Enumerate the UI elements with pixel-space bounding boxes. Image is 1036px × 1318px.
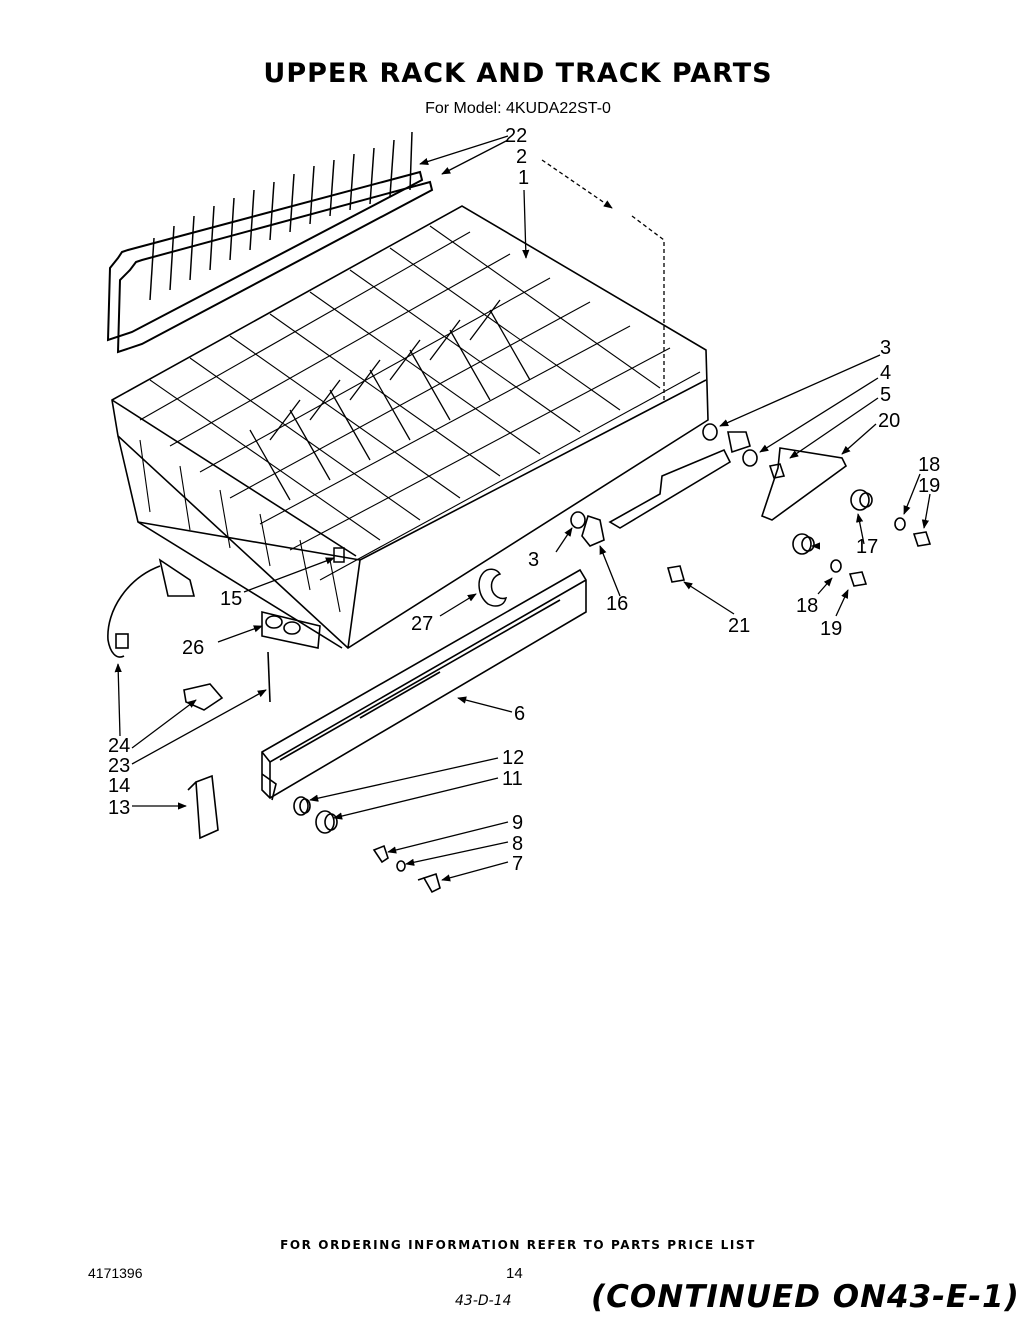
callout-18-upper: 18 xyxy=(918,454,940,476)
callout-19-lower: 19 xyxy=(820,618,842,640)
callout-9: 9 xyxy=(512,812,523,834)
callout-12: 12 xyxy=(502,747,524,769)
continued-note: (CONTINUED ON43-E-1) xyxy=(591,1279,1020,1315)
callout-26: 26 xyxy=(182,637,204,659)
callout-19-upper: 19 xyxy=(918,475,940,497)
side-bracket-parts xyxy=(107,558,321,840)
callout-18-lower: 18 xyxy=(796,595,818,617)
bumper-part xyxy=(478,568,508,607)
callout-1: 1 xyxy=(518,167,529,189)
callout-23: 23 xyxy=(108,755,130,777)
callout-17: 17 xyxy=(856,536,878,558)
callout-7: 7 xyxy=(512,853,523,875)
callout-4: 4 xyxy=(880,362,891,384)
callout-16: 16 xyxy=(606,593,628,615)
callout-14: 14 xyxy=(108,775,130,797)
track-rollers xyxy=(293,796,338,834)
callout-3-front: 3 xyxy=(528,549,539,571)
fastener-set xyxy=(372,844,441,894)
ordering-note: FOR ORDERING INFORMATION REFER TO PARTS … xyxy=(280,1238,756,1252)
callout-22: 22 xyxy=(505,125,527,147)
callout-6: 6 xyxy=(514,703,525,725)
callout-13: 13 xyxy=(108,797,130,819)
callout-27: 27 xyxy=(411,613,433,635)
callout-leaders xyxy=(114,135,931,882)
callout-3-rear: 3 xyxy=(880,337,891,359)
track-rail xyxy=(261,568,587,801)
tine-row-part xyxy=(106,131,434,354)
rear-wheel-assembly xyxy=(570,423,932,587)
callout-15: 15 xyxy=(220,588,242,610)
callout-11: 11 xyxy=(502,768,523,790)
upper-rack-basket xyxy=(111,205,709,650)
callout-8: 8 xyxy=(512,833,523,855)
document-number: 4171396 xyxy=(88,1265,143,1281)
model-subtitle: For Model: 4KUDA22ST-0 xyxy=(425,100,611,117)
page-title: UPPER RACK AND TRACK PARTS xyxy=(263,58,773,89)
callout-2: 2 xyxy=(516,146,527,168)
callout-24: 24 xyxy=(108,735,130,757)
callout-numbers: 22 2 1 3 4 5 20 18 19 17 18 19 21 16 3 1… xyxy=(108,125,940,875)
handwritten-reference: 43-D-14 xyxy=(455,1293,512,1309)
rack-stop-clip xyxy=(333,547,345,563)
callout-5: 5 xyxy=(880,384,891,406)
callout-21: 21 xyxy=(728,615,750,637)
callout-20: 20 xyxy=(878,410,900,432)
page-number: 14 xyxy=(506,1265,523,1282)
